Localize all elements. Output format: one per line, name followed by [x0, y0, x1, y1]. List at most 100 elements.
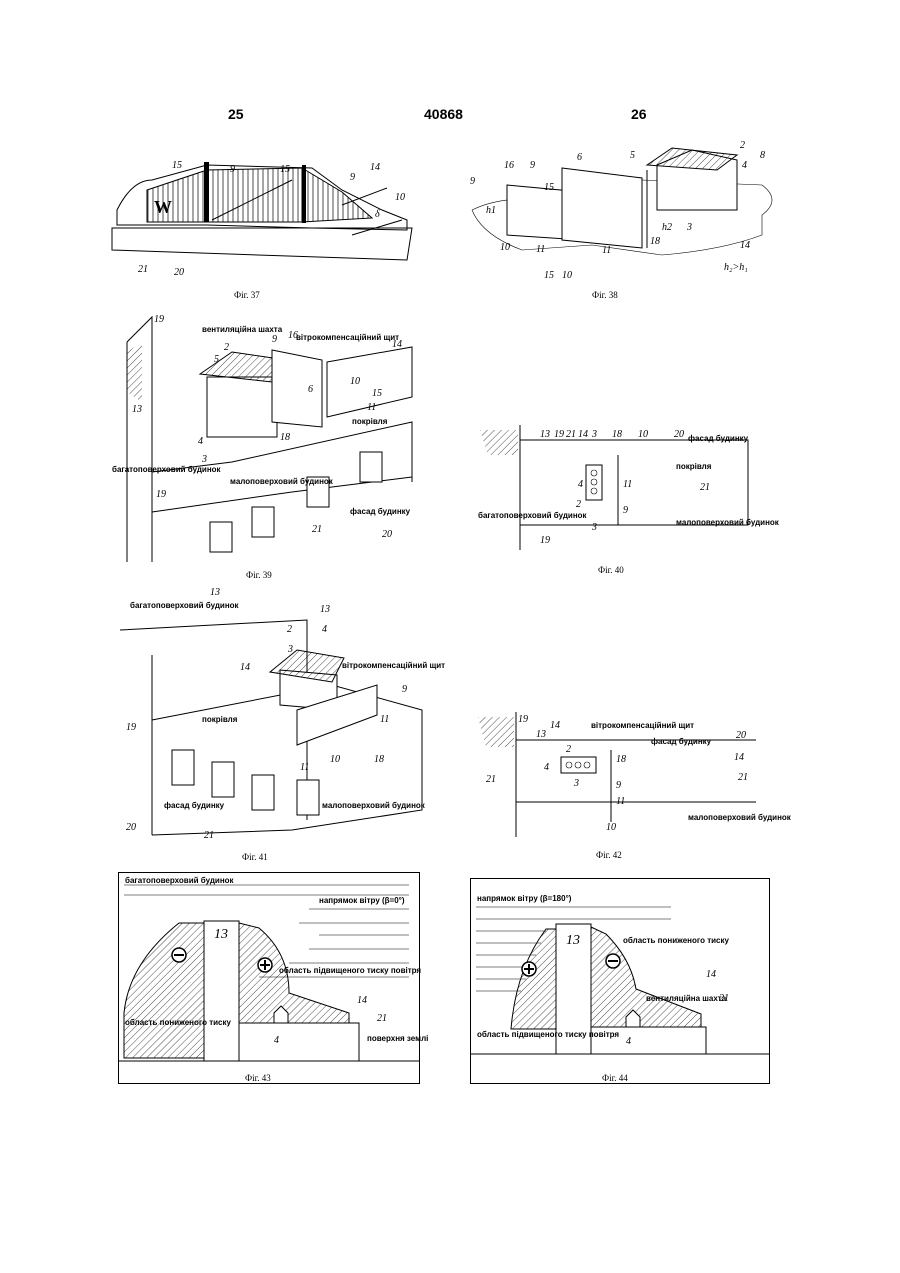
label: 14	[392, 339, 402, 350]
label: область пониженого тиску	[623, 936, 729, 945]
label: 3	[201, 454, 207, 465]
label: 4	[742, 160, 747, 171]
label: 11	[367, 402, 376, 413]
label: 19	[554, 429, 564, 440]
label: 11	[536, 244, 545, 255]
label: 19	[154, 314, 164, 325]
caption: Фіг. 41	[242, 852, 268, 862]
label: 15	[372, 388, 382, 399]
label: 3	[686, 222, 692, 233]
label: 14	[550, 720, 560, 731]
label: 19	[126, 722, 136, 733]
label: 20	[736, 730, 746, 741]
label: вітрокомпенсаційний щит	[342, 661, 445, 670]
label: 15	[544, 182, 554, 193]
label: 11	[300, 762, 309, 773]
label: 4	[578, 479, 583, 490]
label: 21	[377, 1013, 387, 1024]
figure-40: 13 19 21 14 3 18 10 20 фасад будинку пок…	[478, 425, 778, 555]
label: 11	[380, 714, 389, 725]
page-number-left: 25	[228, 106, 244, 122]
label: 21	[700, 482, 710, 493]
label: 9	[272, 334, 277, 345]
label: 10	[350, 376, 360, 387]
figure-42: 19 13 14 2 вітрокомпенсаційний щит фасад…	[476, 712, 776, 842]
label: 9	[350, 172, 355, 183]
label: 14	[706, 969, 716, 980]
label: 18	[650, 236, 660, 247]
label: 10	[330, 754, 340, 765]
label: 13	[210, 587, 220, 598]
label: багатоповерховий будинок	[478, 511, 588, 520]
label: 4	[626, 1036, 631, 1047]
label: 15	[280, 164, 290, 175]
label: 14	[357, 995, 367, 1006]
label: 14	[740, 240, 750, 251]
label: покрівля	[202, 715, 238, 724]
label: 13	[214, 927, 228, 942]
label: 10	[395, 192, 405, 203]
figure-39: 19 вентиляційна шахта 2 5 9 16 вітрокомп…	[112, 312, 422, 562]
caption: Фіг. 42	[596, 850, 622, 860]
label: 2	[576, 499, 581, 510]
label: 21	[566, 429, 576, 440]
label: 9	[402, 684, 407, 695]
label: 14	[734, 752, 744, 763]
label: 13	[536, 729, 546, 740]
figure-44: напрямок вітру (β=180°) область понижено…	[470, 878, 770, 1084]
label: 18	[612, 429, 622, 440]
label: h1	[486, 205, 496, 216]
label: багатоповерховий будинок	[125, 876, 235, 885]
label: 5	[214, 354, 219, 365]
label: 13	[566, 933, 580, 948]
label: покрівля	[352, 417, 388, 426]
label: 9	[530, 160, 535, 171]
label: малоповерховий будинок	[688, 813, 792, 822]
label: покрівля	[676, 462, 712, 471]
caption: Фіг. 39	[246, 570, 272, 580]
label: 19	[540, 535, 550, 546]
label: h2	[662, 222, 672, 233]
label: 9	[616, 780, 621, 791]
label: 21	[719, 993, 729, 1004]
label: фасад будинку	[350, 507, 411, 516]
label: малоповерховий будинок	[322, 801, 426, 810]
label: W	[154, 197, 172, 217]
label: 9	[230, 164, 235, 175]
label: 4	[274, 1035, 279, 1046]
label: 4	[198, 436, 203, 447]
label: 13	[132, 404, 142, 415]
page-number-right: 26	[631, 106, 647, 122]
label: 21	[738, 772, 748, 783]
label: 18	[616, 754, 626, 765]
label: 2	[224, 342, 229, 353]
label: поверхня землі	[367, 1034, 428, 1043]
label: область пониженого тиску	[125, 1018, 231, 1027]
label: область підвищеного тиску повітря	[477, 1030, 619, 1039]
label: 20	[382, 529, 392, 540]
label: 21	[204, 830, 214, 841]
label: 13	[320, 604, 330, 615]
label: 6	[308, 384, 313, 395]
label: 14	[240, 662, 250, 673]
label: 9	[623, 505, 628, 516]
label: напрямок вітру (β=180°)	[477, 894, 572, 903]
label: 3	[573, 778, 579, 789]
caption: Фіг. 43	[245, 1073, 271, 1083]
label: 15	[172, 160, 182, 171]
label: 5	[630, 150, 635, 161]
label: вентиляційна шахта	[646, 994, 727, 1003]
label: 3	[591, 429, 597, 440]
label: 9	[470, 176, 475, 187]
label: малоповерховий будинок	[230, 477, 334, 486]
label: фасад будинку	[651, 737, 712, 746]
caption: Фіг. 44	[602, 1073, 628, 1083]
figure-43: багатоповерховий будинок напрямок вітру …	[118, 872, 420, 1084]
label: фасад будинку	[688, 434, 749, 443]
label: вентиляційна шахта	[202, 325, 283, 334]
caption: Фіг. 38	[592, 290, 618, 300]
label: фасад будинку	[164, 801, 225, 810]
label: 2	[740, 140, 745, 151]
patent-number: 40868	[424, 106, 463, 122]
label: 14	[370, 162, 380, 173]
